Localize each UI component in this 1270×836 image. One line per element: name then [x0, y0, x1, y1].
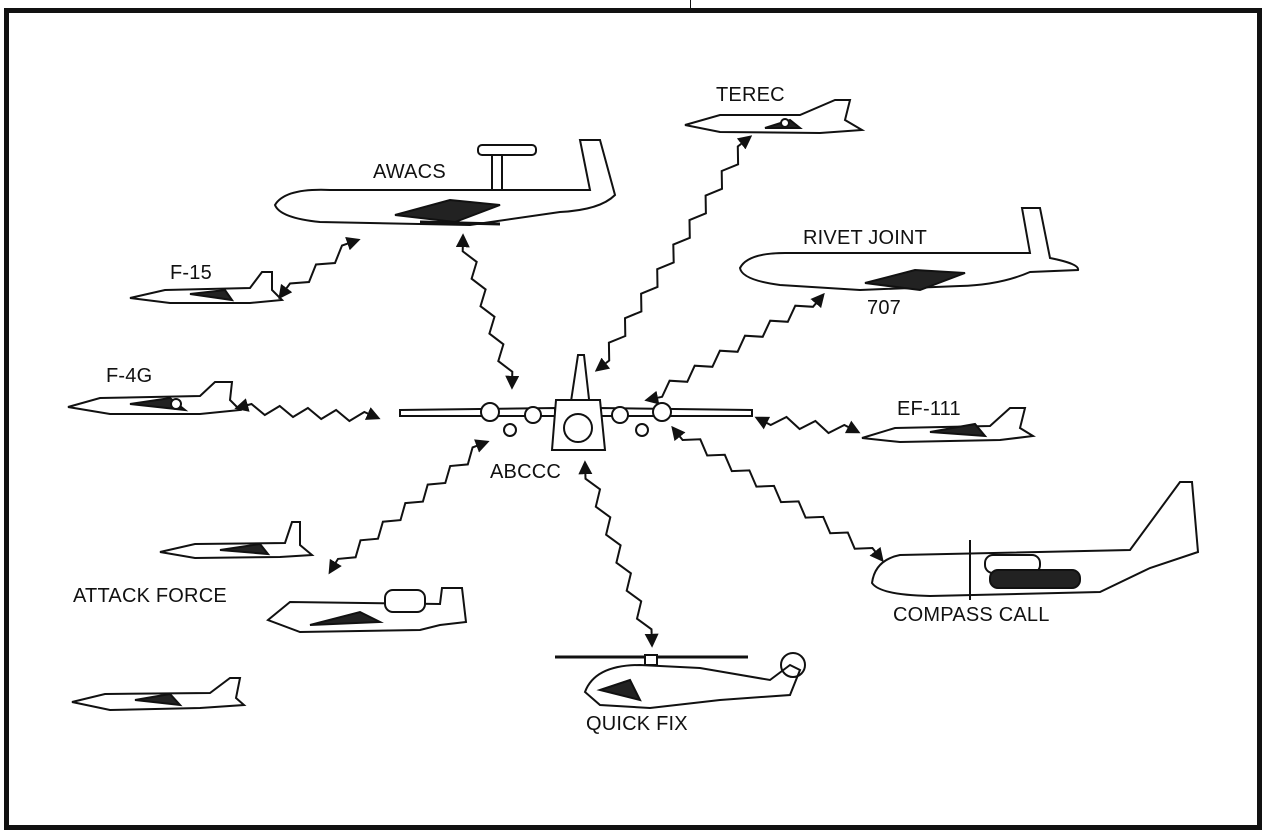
link-abccc-attack-force [330, 442, 487, 572]
link-abccc-ef111 [757, 417, 858, 433]
link-abccc-rivet-joint [647, 295, 823, 400]
rivet-joint-label: RIVET JOINT [803, 227, 927, 250]
ef111-label: EF-111 [897, 398, 961, 421]
link-abccc-f4g [237, 404, 378, 421]
f15-label: F-15 [170, 262, 212, 285]
quick-fix-helicopter [555, 653, 805, 708]
abccc-label: ABCCC [490, 461, 561, 484]
attack-force-jet-1 [160, 522, 312, 558]
link-abccc-f15 [280, 240, 358, 297]
f4g-aircraft [68, 382, 240, 414]
link-abccc-compass-call [673, 428, 882, 560]
link-abccc-quick-fix [585, 463, 652, 645]
attack-force-label: ATTACK FORCE [73, 585, 227, 608]
abccc-aircraft [400, 355, 752, 450]
compass-call-label: COMPASS CALL [893, 604, 1050, 627]
attack-force-a10 [268, 588, 466, 632]
link-abccc-terec [597, 137, 750, 370]
awacs-label: AWACS [373, 161, 446, 184]
quick-fix-label: QUICK FIX [586, 713, 688, 736]
terec-label: TEREC [716, 84, 785, 107]
link-abccc-awacs [463, 236, 513, 387]
rivet-joint-sublabel: 707 [867, 297, 901, 320]
attack-force-jet-3 [72, 678, 244, 710]
f4g-label: F-4G [106, 365, 152, 388]
compass-call-aircraft [872, 482, 1198, 600]
